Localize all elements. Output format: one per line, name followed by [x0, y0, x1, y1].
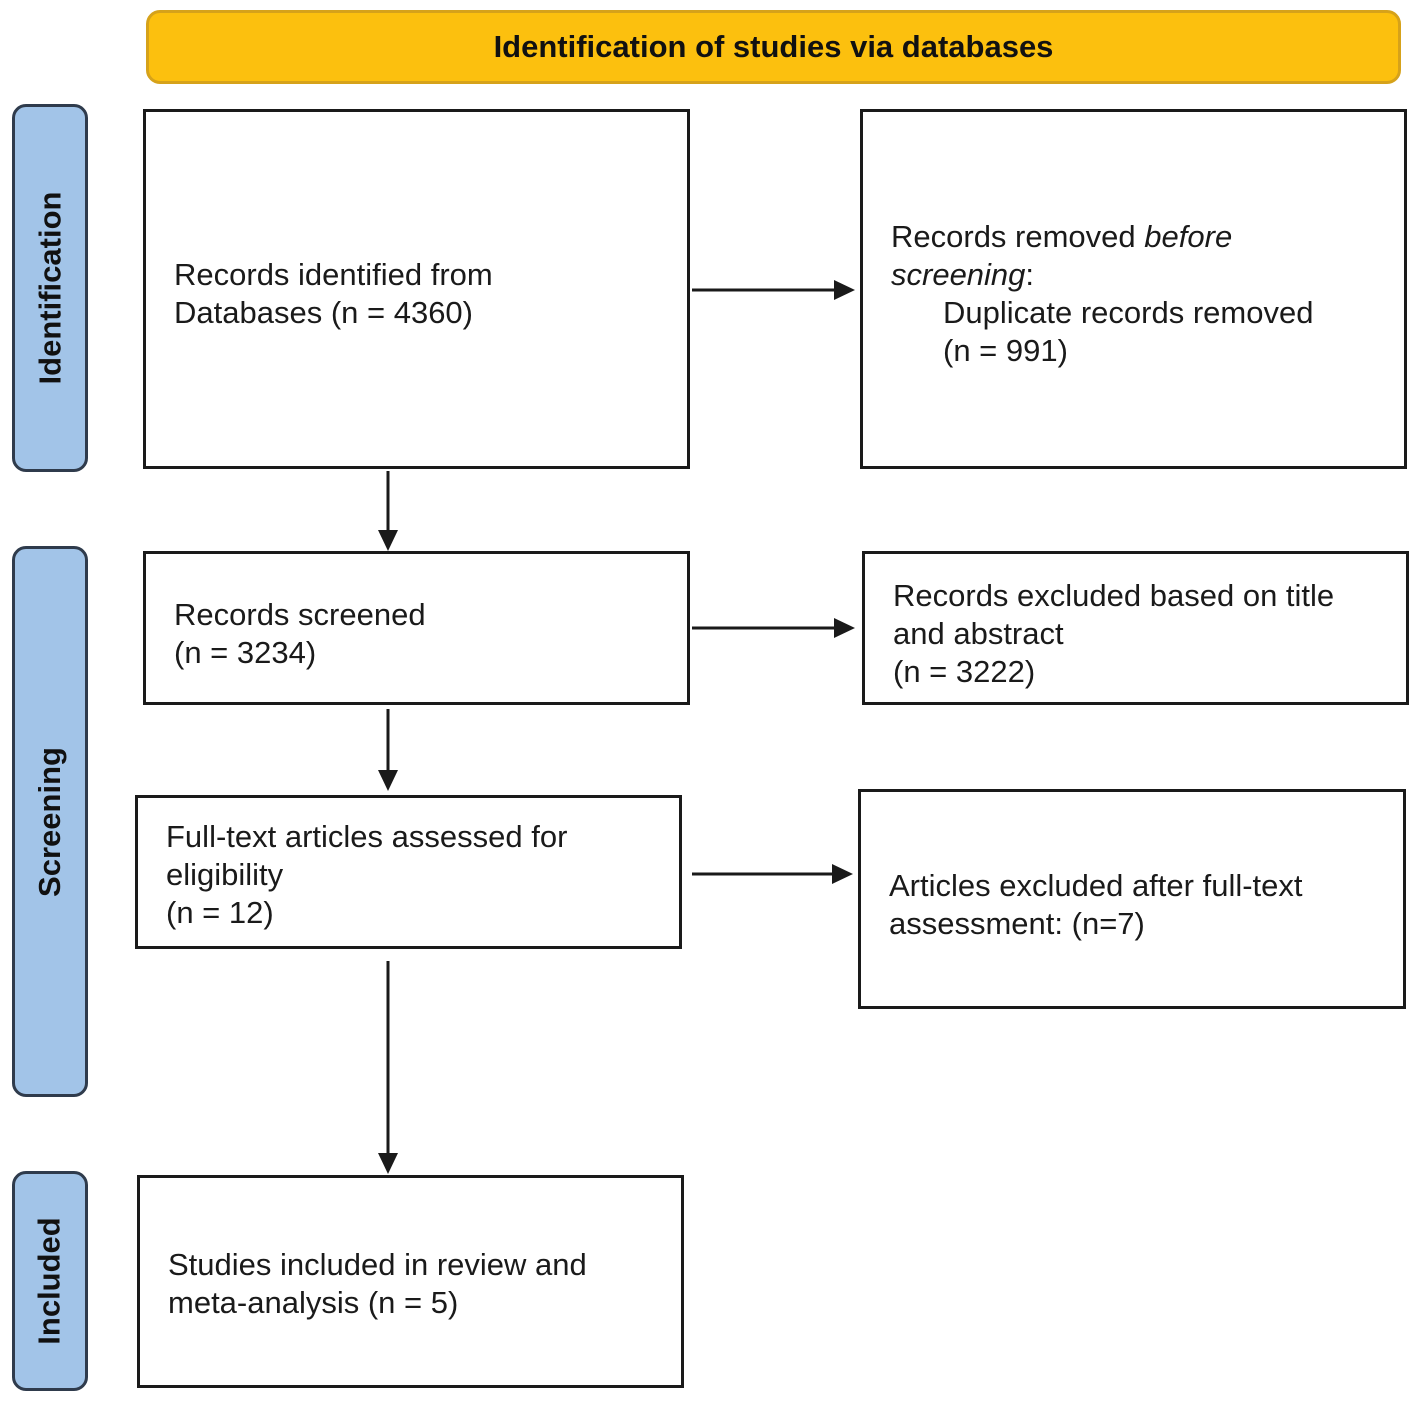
arrowhead-excluded-fulltext: [832, 864, 853, 884]
records-removed-heading-cont: screening:: [891, 256, 1404, 294]
fulltext-assessed-line2: eligibility: [166, 857, 284, 892]
articles-excluded-line1: Articles excluded after full-text: [889, 868, 1303, 903]
header-title: Identification of studies via databases: [493, 29, 1054, 64]
records-identified-box: Records identified from Databases (n = 4…: [143, 109, 690, 469]
records-removed-box: Records removed before screening: Duplic…: [860, 109, 1407, 469]
records-removed-heading: Records removed before: [891, 218, 1404, 256]
records-identified-line2: Databases (n = 4360): [174, 295, 473, 330]
records-removed-italic-screening: screening: [891, 257, 1026, 292]
records-removed-detail2: (n = 991): [943, 333, 1068, 368]
arrowhead-screened: [378, 530, 398, 551]
records-screened-line2: (n = 3234): [174, 635, 317, 670]
arrowhead-excluded-title: [834, 618, 855, 638]
records-excluded-line2: and abstract: [893, 616, 1064, 651]
arrowhead-fulltext: [378, 770, 398, 791]
records-excluded-line3: (n = 3222): [893, 654, 1036, 689]
records-excluded-line1: Records excluded based on title: [893, 578, 1335, 613]
phase-identification: Identification: [12, 104, 88, 472]
header-banner: Identification of studies via databases: [146, 10, 1401, 84]
fulltext-assessed-line3: (n = 12): [166, 895, 274, 930]
records-removed-colon: :: [1025, 257, 1035, 292]
records-excluded-box: Records excluded based on title and abst…: [862, 551, 1409, 705]
studies-included-line1: Studies included in review and: [168, 1247, 587, 1282]
articles-excluded-box: Articles excluded after full-text assess…: [858, 789, 1406, 1009]
records-removed-italic-before: before: [1144, 219, 1233, 254]
records-screened-box: Records screened (n = 3234): [143, 551, 690, 705]
records-screened-line1: Records screened: [174, 597, 426, 632]
fulltext-assessed-box: Full-text articles assessed for eligibil…: [135, 795, 682, 949]
phase-screening: Screening: [12, 546, 88, 1097]
records-identified-line1: Records identified from: [174, 257, 493, 292]
articles-excluded-line2: assessment: (n=7): [889, 906, 1145, 941]
records-removed-detail1: Duplicate records removed: [943, 295, 1314, 330]
studies-included-line2: meta-analysis (n = 5): [168, 1285, 459, 1320]
arrowhead-included: [378, 1153, 398, 1174]
arrowhead-removed: [834, 280, 855, 300]
studies-included-box: Studies included in review and meta-anal…: [137, 1175, 684, 1388]
phase-included: Included: [12, 1171, 88, 1391]
fulltext-assessed-line1: Full-text articles assessed for: [166, 819, 568, 854]
records-removed-prefix: Records removed: [891, 219, 1145, 254]
